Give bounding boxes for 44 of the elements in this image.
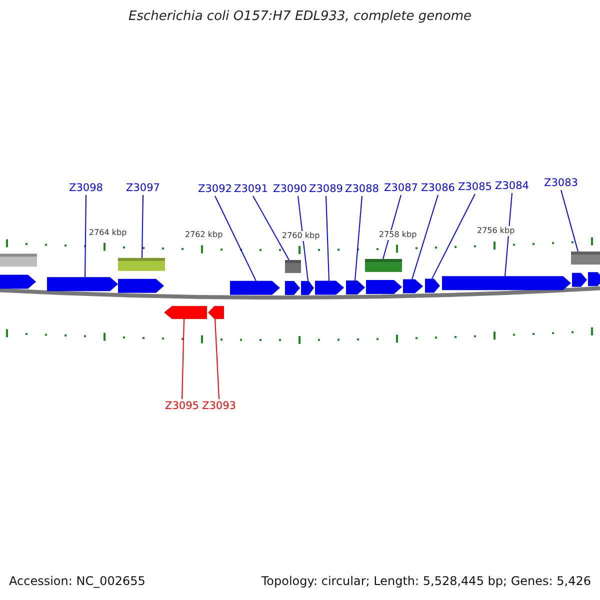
gene-block [118,278,164,293]
feature-block [365,258,402,272]
leader-line [182,318,184,400]
scale-label: 2764 kbp [88,228,128,238]
leader-line [412,194,438,280]
leader-line [84,194,86,278]
scale-label: 2762 kbp [184,230,224,240]
leader-line [214,318,220,400]
gene-label: Z3097 [123,181,163,195]
gene-label: Z3086 [418,181,458,195]
feature-block [285,260,301,274]
gene-block [0,274,36,289]
gene-label: Z3087 [381,181,421,195]
title: Escherichia coli O157:H7 EDL933, complete genome [128,9,472,24]
scale-label: 2758 kbp [378,230,418,240]
leader-line [354,196,362,281]
feature-block [571,252,600,265]
gene-block [588,272,600,286]
gene-block [346,280,365,294]
scale-label: 2756 kbp [476,226,516,236]
leader-line [298,196,308,282]
gene-block [285,281,300,296]
gene-label: Z3098 [66,181,106,195]
gene-block [403,279,423,294]
gene-label: Z3095 [162,399,202,413]
gene-block [366,280,402,294]
gene-block [230,280,280,295]
gene-block [208,306,224,319]
leader-line [326,196,330,282]
gene-block [425,278,440,293]
leader-line [252,196,290,261]
scale-label: 2760 kbp [281,231,321,241]
feature-block [118,258,165,271]
gene-label: Z3084 [492,179,532,193]
footer-text: Accession: NC_002655 [9,574,146,588]
footer-text: Topology: circular; Length: 5,528,445 bp; Genes: 5,426 [261,574,591,588]
feature-block [0,254,37,267]
gene-label: Z3093 [199,399,239,413]
gene-label: Z3085 [455,180,495,194]
leader-line [432,194,476,280]
gene-block [47,277,118,292]
leader-line [560,190,578,252]
gene-label: Z3083 [541,176,581,190]
leader-line [142,194,144,258]
